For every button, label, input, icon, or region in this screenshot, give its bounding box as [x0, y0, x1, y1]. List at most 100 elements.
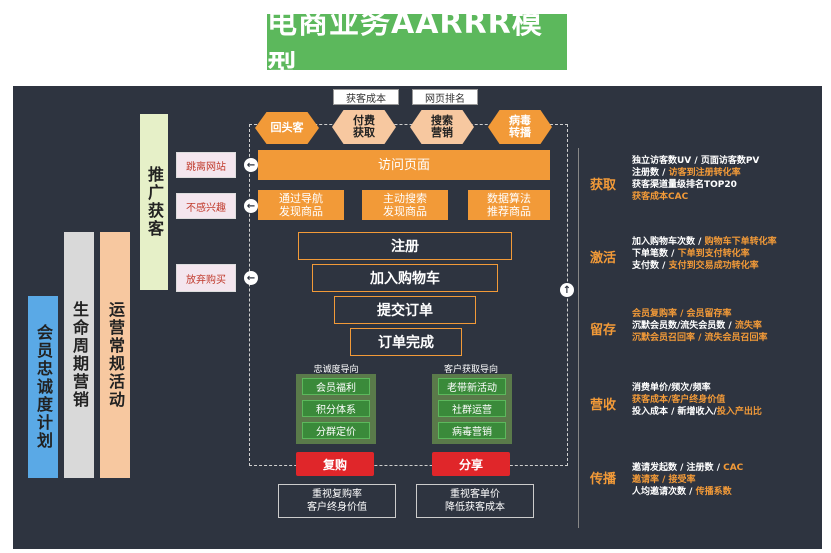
loyalty-note: 重视复购率 客户终身价值: [278, 484, 396, 518]
metric-text-highlight: 传播系数: [695, 487, 732, 497]
metric-text-highlight: 会员复购率 / 会员留存率: [632, 309, 732, 319]
funnel-submit-order: 提交订单: [334, 296, 476, 324]
lifecycle-marketing-column: 生命周期营销: [64, 232, 94, 478]
arrow-left-icon: ←: [244, 199, 258, 213]
arrow-left-icon: ←: [244, 271, 258, 285]
metric-line: 沉默会员召回率 / 流失会员召回率: [632, 332, 818, 344]
metric-text-highlight: 流失率: [734, 321, 762, 331]
metric-text-highlight: 沉默会员召回率 / 流失会员召回率: [632, 333, 768, 343]
acquisition-note: 重视客单价 降低获客成本: [416, 484, 534, 518]
metric-text: 消费单价/频次/频率: [632, 383, 711, 393]
stage-revenue-metrics: 消费单价/频次/频率 获客成本/客户终身价值 投入成本 / 新增收入/投入产出比: [632, 382, 818, 418]
loyalty-plan-label: 会员忠诚度计划: [34, 324, 53, 450]
metric-line: 会员复购率 / 会员留存率: [632, 308, 818, 320]
hex-paid-label: 付费 获取: [353, 114, 375, 139]
metric-text-highlight: 访客到注册转化率: [668, 168, 741, 178]
metric-line: 邀请率 / 接受率: [632, 474, 818, 486]
hex-viral-label: 病毒 转播: [509, 114, 531, 139]
metric-line: 下单笔数 / 下单到支付转化率: [632, 248, 818, 260]
loyalty-points-system: 积分体系: [302, 400, 370, 417]
metric-line: 消费单价/频次/频率: [632, 382, 818, 394]
stage-divider: [578, 148, 579, 528]
promo-acquire-column: 推广获客: [140, 114, 168, 290]
metric-text: 投入成本 / 新增收入/: [632, 407, 717, 417]
funnel-order-complete: 订单完成: [350, 328, 462, 356]
funnel-register: 注册: [298, 232, 512, 260]
stage-referral-metrics: 邀请发起数 / 注册数 / CAC 邀请率 / 接受率 人均邀请次数 / 传播系…: [632, 462, 818, 498]
acq-viral-marketing: 病毒营销: [438, 422, 506, 439]
metric-text-highlight: 获客成本/客户终身价值: [632, 395, 726, 405]
repurchase-button: 复购: [296, 452, 374, 476]
share-button: 分享: [432, 452, 510, 476]
routine-ops-column: 运营常规活动: [100, 232, 130, 478]
hex-search-marketing: 搜索 营销: [410, 110, 474, 144]
stage-retention-metrics: 会员复购率 / 会员留存率 沉默会员数/流失会员数 / 流失率 沉默会员召回率 …: [632, 308, 818, 344]
metric-line: 注册数 / 访客到注册转化率: [632, 167, 818, 179]
metric-line: 获客成本CAC: [632, 191, 818, 203]
stage-referral: 传播: [589, 471, 616, 487]
loyalty-header: 忠诚度导向: [313, 365, 359, 375]
metric-line: 独立访客数UV / 页面访客数PV: [632, 155, 818, 167]
metric-text-highlight: 下单到支付转化率: [677, 249, 750, 259]
hex-paid-acquire: 付费 获取: [332, 110, 396, 144]
routine-ops-label: 运营常规活动: [106, 301, 125, 409]
metric-text: 人均邀请次数 /: [632, 487, 696, 497]
acq-referral-activity: 老带新活动: [438, 378, 506, 395]
metric-text-highlight: 投入产出比: [716, 407, 762, 417]
hex-viral-spread: 病毒 转播: [488, 110, 552, 144]
arrow-up-icon: ↑: [560, 283, 574, 297]
stage-retention: 留存: [589, 322, 616, 338]
metric-line: 获客渠道量级排名TOP20: [632, 179, 818, 191]
metric-line: 沉默会员数/流失会员数 / 流失率: [632, 320, 818, 332]
hex-returning-customer: 回头客: [255, 112, 319, 144]
not-interested-box: 不感兴趣: [176, 193, 236, 219]
stage-revenue: 营收: [589, 397, 616, 413]
bounce-site-box: 跳离网站: [176, 152, 236, 178]
metric-text: 支付数 /: [632, 261, 669, 271]
promo-acquire-label: 推广获客: [145, 166, 164, 238]
stage-acquisition: 获取: [589, 177, 616, 193]
metric-text: 获客渠道量级排名TOP20: [632, 180, 737, 190]
acq-community-ops: 社群运营: [438, 400, 506, 417]
metric-text-highlight: 支付到交易成功转化率: [668, 261, 759, 271]
tag-page-rank: 网页排名: [412, 89, 478, 105]
discover-nav-box: 通过导航 发现商品: [258, 190, 344, 220]
loyalty-segment-pricing: 分群定价: [302, 422, 370, 439]
metric-text: 独立访客数UV / 页面访客数PV: [632, 156, 760, 166]
discover-nav-label: 通过导航 发现商品: [279, 192, 323, 218]
metric-text-highlight: CAC: [723, 463, 744, 473]
metric-line: 加入购物车次数 / 购物车下单转化率: [632, 236, 818, 248]
abandon-purchase-box: 放弃购买: [176, 264, 236, 292]
lifecycle-marketing-label: 生命周期营销: [70, 301, 89, 409]
metric-line: 支付数 / 支付到交易成功转化率: [632, 260, 818, 272]
discover-algo-label: 数据算法 推荐商品: [487, 192, 531, 218]
metric-text: 邀请发起数 / 注册数 /: [632, 463, 724, 473]
loyalty-plan-column: 会员忠诚度计划: [28, 296, 58, 478]
metric-text-highlight: 邀请率 / 接受率: [632, 475, 696, 485]
stage-acquisition-metrics: 独立访客数UV / 页面访客数PV 注册数 / 访客到注册转化率 获客渠道量级排…: [632, 155, 818, 203]
tag-acquisition-cost: 获客成本: [333, 89, 399, 105]
metric-text: 沉默会员数/流失会员数 /: [632, 321, 735, 331]
arrow-left-icon: ←: [244, 158, 258, 172]
metric-line: 人均邀请次数 / 传播系数: [632, 486, 818, 498]
metric-line: 获客成本/客户终身价值: [632, 394, 818, 406]
loyalty-member-benefit: 会员福利: [302, 378, 370, 395]
metric-text-highlight: 获客成本CAC: [632, 192, 689, 202]
visit-page-box: 访问页面: [258, 150, 550, 180]
loyalty-note-line-1: 重视复购率: [312, 489, 362, 500]
stage-activation-metrics: 加入购物车次数 / 购物车下单转化率 下单笔数 / 下单到支付转化率 支付数 /…: [632, 236, 818, 272]
discover-search-label: 主动搜索 发现商品: [383, 192, 427, 218]
acquisition-note-line-2: 降低获客成本: [445, 502, 505, 513]
hex-returning-label: 回头客: [270, 121, 304, 134]
acquisition-header: 客户获取导向: [443, 365, 498, 375]
metric-text-highlight: 购物车下单转化率: [704, 237, 777, 247]
acquisition-note-line-1: 重视客单价: [450, 489, 500, 500]
metric-line: 投入成本 / 新增收入/投入产出比: [632, 406, 818, 418]
hex-search-label: 搜索 营销: [431, 114, 453, 139]
metric-text: 加入购物车次数 /: [632, 237, 705, 247]
discover-search-box: 主动搜索 发现商品: [362, 190, 448, 220]
loyalty-note-line-2: 客户终身价值: [307, 502, 367, 513]
metric-text: 注册数 /: [632, 168, 669, 178]
page-title: 电商业务AARRR模型: [267, 6, 567, 85]
stage-activation: 激活: [589, 250, 616, 266]
